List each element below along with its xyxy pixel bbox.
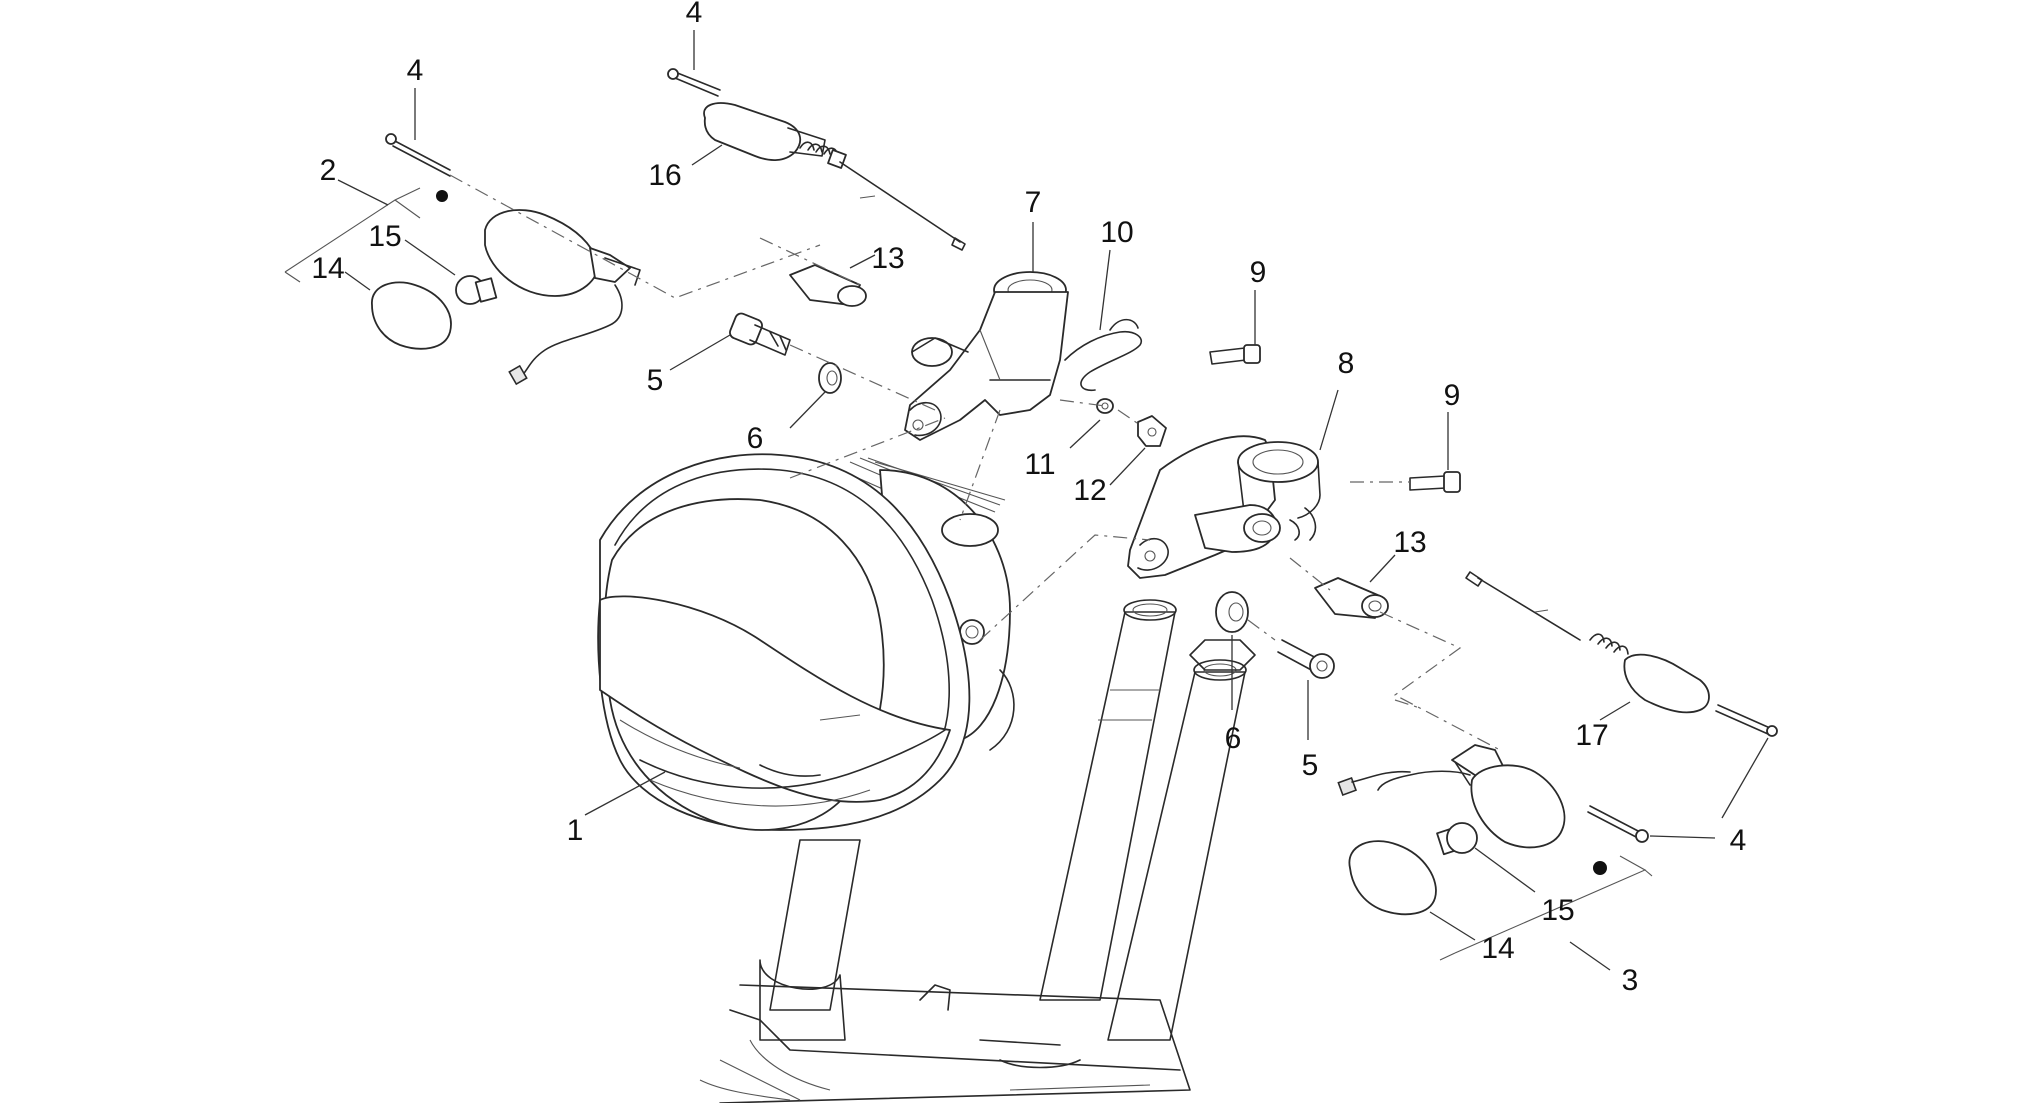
right-mount-bracket [1127, 435, 1321, 579]
part-label-9: 9 [1444, 379, 1461, 412]
part-label-4: 4 [1730, 824, 1747, 857]
spring-clip [1064, 318, 1142, 392]
left-rubber-block [789, 264, 867, 307]
part-label-15: 15 [368, 220, 401, 253]
part-label-4: 4 [686, 0, 703, 29]
left-indicator-assembly [284, 133, 641, 386]
part-label-14: 14 [311, 252, 344, 285]
right-side-marker [1465, 571, 1778, 737]
part-label-10: 10 [1100, 216, 1133, 249]
part-label-17: 17 [1575, 719, 1608, 752]
right-indicator-assembly [1337, 744, 1653, 961]
part-label-12: 12 [1073, 474, 1106, 507]
headlight-assembly [597, 453, 1015, 831]
part-label-3: 3 [1622, 964, 1639, 997]
part-label-5: 5 [647, 364, 664, 397]
part-label-6: 6 [1225, 722, 1242, 755]
part-labels: 4 4 2 16 15 14 13 7 10 9 8 9 5 6 11 12 1… [311, 0, 1746, 997]
upper-bolt [1209, 344, 1261, 365]
leader-lines [337, 30, 1769, 971]
part-label-11: 11 [1024, 448, 1055, 481]
part-label-13: 13 [871, 242, 904, 275]
right-bolt-and-spacer [1215, 591, 1335, 679]
part-label-2: 2 [320, 154, 337, 187]
left-mount-bracket [904, 271, 1069, 441]
part-label-4: 4 [407, 54, 424, 87]
left-bolt-and-spacer [729, 312, 842, 394]
washer-and-bolt [1096, 398, 1167, 447]
part-label-6: 6 [747, 422, 764, 455]
part-label-5: 5 [1302, 749, 1319, 782]
part-label-7: 7 [1025, 186, 1042, 219]
part-label-14: 14 [1481, 932, 1514, 965]
fork-assembly [699, 599, 1256, 1103]
part-label-16: 16 [648, 159, 681, 192]
upper-left-side-marker [667, 68, 966, 251]
part-label-8: 8 [1338, 347, 1355, 380]
part-label-1: 1 [567, 814, 584, 847]
part-label-9: 9 [1250, 256, 1267, 289]
part-label-13: 13 [1393, 526, 1426, 559]
part-label-15: 15 [1541, 894, 1574, 927]
right-bolt [1409, 471, 1461, 493]
right-rubber-block [1314, 577, 1389, 619]
alignment-lines [449, 174, 1501, 751]
